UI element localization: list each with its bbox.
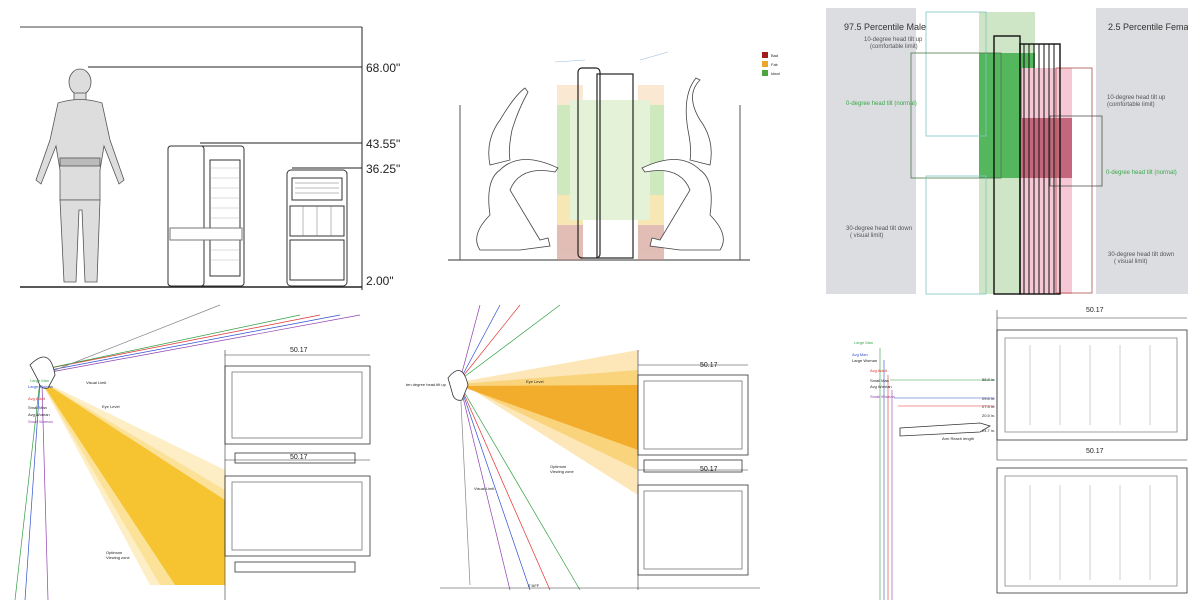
panel-sight-lines-middle: 50.17 50.17 ten degree head tilt up Eye … bbox=[400, 300, 800, 600]
p4-visual-limit: Visual Limit bbox=[86, 380, 107, 385]
legend-swatch-fair bbox=[762, 61, 768, 67]
machine-upper bbox=[224, 365, 371, 573]
legend-label-fair: Fair bbox=[771, 62, 778, 67]
zone-bands bbox=[557, 85, 664, 260]
p5-visual-limit: Visual Limit bbox=[474, 486, 495, 491]
machine-upper bbox=[996, 329, 1188, 594]
dimension-43: 43.55" bbox=[366, 137, 400, 151]
arm-reach-drawing bbox=[879, 310, 1188, 600]
legend bbox=[762, 52, 768, 76]
human-figures bbox=[476, 77, 724, 251]
human-figure bbox=[35, 68, 125, 283]
p6-dimension: 50.17 bbox=[1086, 307, 1104, 314]
legend-swatch-ideal bbox=[762, 70, 768, 76]
legend-label-ideal: Ideal bbox=[771, 71, 780, 76]
p4-avg-woman: Avg Woman bbox=[28, 412, 50, 417]
tall-cabinet bbox=[167, 145, 245, 287]
right-normal: 0-degree head tilt (normal) bbox=[1106, 170, 1177, 176]
p5-floor-label: 0"AFF bbox=[528, 583, 540, 588]
p5-dimension: 50.17 bbox=[700, 362, 718, 369]
left-up-line2: (comfortable limit) bbox=[870, 44, 918, 50]
left-title: 97.5 Percentile Male bbox=[844, 22, 927, 32]
p6-height-4: 20.5 in. bbox=[982, 413, 996, 418]
p4-large-man: Large Man bbox=[30, 378, 50, 383]
p4-small-woman: Small Woman bbox=[28, 419, 53, 424]
p4-small-man: Small Man bbox=[28, 405, 47, 410]
left-down-line2: ( visual limit) bbox=[850, 233, 884, 239]
left-up-line1: 10-degree head tilt up bbox=[864, 37, 923, 43]
right-title: 2.5 Percentile Female bbox=[1108, 22, 1188, 32]
dimension-36: 36.25" bbox=[366, 162, 400, 176]
head-profile bbox=[29, 356, 56, 389]
panel-reach-zones: Bad Fair Ideal bbox=[400, 0, 800, 300]
panel-arm-reach: 50.17 50.17 Large Man Avg Man Large Woma… bbox=[800, 300, 1200, 600]
p6-small-woman: Small Woman bbox=[870, 394, 895, 399]
p4-viewing-zone: Viewing zone bbox=[106, 555, 130, 560]
arm-outline bbox=[899, 422, 991, 437]
p6-height-1: 58.8 in. bbox=[982, 377, 996, 382]
p6-height-3: 27.5 in. bbox=[982, 404, 996, 409]
p4-eye-level: Eye Level bbox=[102, 404, 120, 409]
legend-label-bad: Bad bbox=[771, 53, 779, 58]
p6-height-5: 24.7 in. bbox=[982, 428, 996, 433]
p5-dimension-lower: 50.17 bbox=[700, 466, 718, 473]
right-down-line1: 30-degree head tilt down bbox=[1108, 252, 1175, 258]
machine-upper bbox=[637, 374, 749, 576]
dimension-2: 2.00" bbox=[366, 274, 394, 288]
panel-sight-lines-left: 50.17 50.17 Large Man Large Woman Avg Ad… bbox=[0, 300, 400, 600]
p6-avg-adult: Avg Adult bbox=[870, 368, 887, 373]
p6-large-woman: Large Woman bbox=[852, 358, 878, 363]
p6-height-2: 29.6 in. bbox=[982, 396, 996, 401]
right-up-line2: (comfortable limit) bbox=[1107, 102, 1155, 108]
p6-avg-man: Avg Man bbox=[852, 352, 868, 357]
p6-large-man: Large Man bbox=[854, 340, 874, 345]
dimension-68: 68.00" bbox=[366, 61, 400, 75]
percentile-drawing bbox=[826, 8, 1188, 295]
p6-small-man: Small Man bbox=[870, 378, 889, 383]
p5-optimum: Optimum bbox=[550, 464, 567, 469]
head-profile bbox=[447, 370, 469, 401]
right-up-line1: 10-degree head tilt up bbox=[1107, 95, 1166, 101]
left-down-line1: 30-degree head tilt down bbox=[846, 226, 913, 232]
p6-avg-woman: Avg Woman bbox=[870, 384, 892, 389]
human-scale-drawing bbox=[20, 26, 363, 290]
sight-lines-middle-drawing bbox=[440, 304, 760, 591]
p4-large-woman: Large Woman bbox=[28, 384, 54, 389]
p6-arm-reach: Arm Reach length bbox=[942, 436, 975, 441]
legend-swatch-bad bbox=[762, 52, 768, 58]
right-down-line2: ( visual limit) bbox=[1114, 259, 1148, 265]
p5-head-tilt: ten degree head tilt up bbox=[406, 382, 446, 387]
p5-eye-level: Eye Level bbox=[526, 379, 544, 384]
panel-human-scale: 68.00" 43.55" 36.25" 2.00" bbox=[0, 0, 400, 300]
tall-display-outline bbox=[993, 35, 1061, 295]
p4-dimension-lower: 50.17 bbox=[290, 454, 308, 461]
p4-dimension: 50.17 bbox=[290, 347, 308, 354]
left-normal: 0-degree head tilt (normal) bbox=[846, 101, 917, 107]
p4-avg-adult: Avg Adult bbox=[28, 396, 45, 401]
p5-viewing-zone: Viewing zone bbox=[550, 469, 574, 474]
p6-dimension-lower: 50.17 bbox=[1086, 448, 1104, 455]
reach-zones-drawing bbox=[448, 51, 768, 261]
p4-optimum: Optimum bbox=[106, 550, 123, 555]
panel-percentile-sight: 97.5 Percentile Male 2.5 Percentile Fema… bbox=[826, 8, 1188, 296]
sight-lines-left-drawing bbox=[14, 304, 371, 600]
